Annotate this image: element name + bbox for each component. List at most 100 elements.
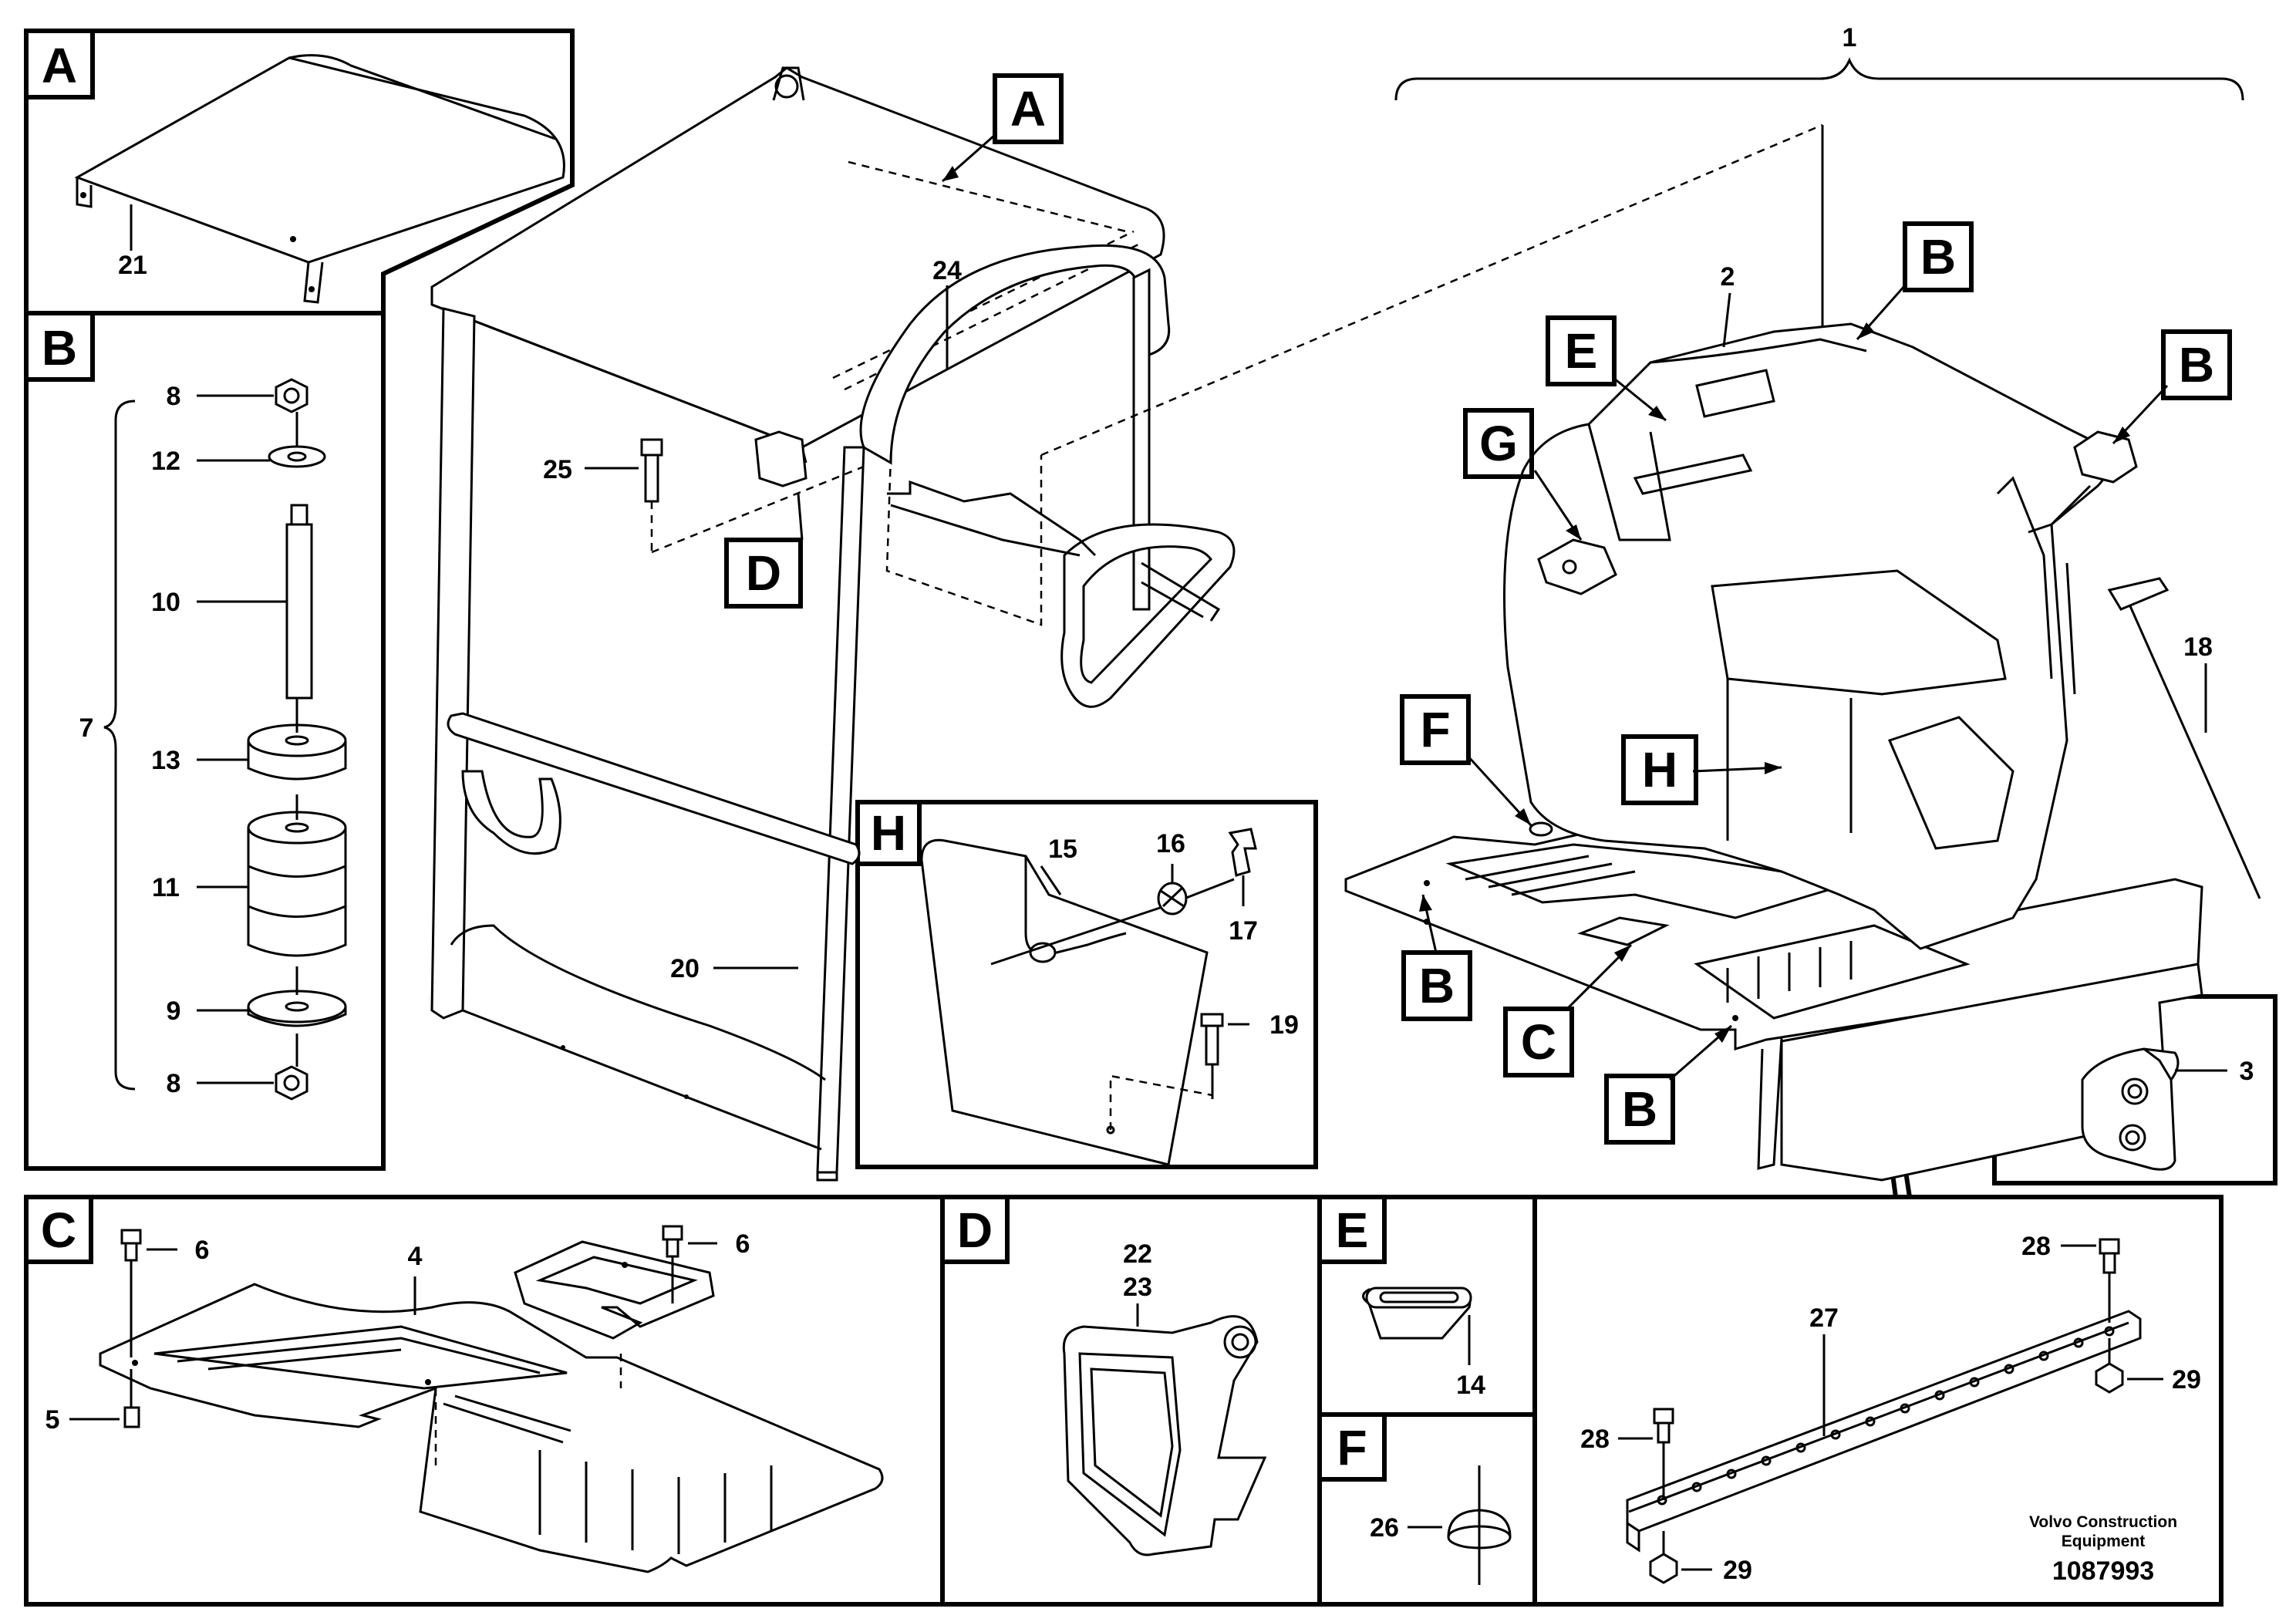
label-callouts-H: H — [1642, 742, 1677, 798]
label-callouts-C: C — [1521, 1014, 1556, 1070]
panel-label-h: H — [855, 800, 922, 866]
part-label-19: 19 — [1269, 1010, 1299, 1040]
part-label-12: 12 — [151, 447, 180, 476]
panel-frame-h — [855, 800, 1318, 1169]
part-label-29-right: 29 — [2172, 1365, 2201, 1394]
label-callouts-E: E — [1565, 323, 1598, 379]
panel-label-e-text: E — [1336, 1202, 1369, 1258]
nut-top — [275, 378, 308, 413]
panel-label-h-text: H — [871, 805, 906, 861]
nut-bottom — [275, 1065, 308, 1101]
rubber-mount-13 — [247, 723, 347, 781]
part-label-15: 15 — [1048, 835, 1077, 864]
part-label-29-left: 29 — [1723, 1556, 1752, 1585]
panel-frame-bottom — [24, 1195, 2224, 1607]
label-callouts-B: B — [1419, 958, 1455, 1013]
part-label-24: 24 — [932, 256, 962, 285]
panel-label-b: B — [24, 311, 95, 382]
part-label-21: 21 — [118, 251, 147, 280]
callout-a-frame: A — [993, 73, 1064, 144]
label-callouts-G: G — [1479, 416, 1518, 471]
clip-17 — [1228, 828, 1257, 877]
label-callouts-B: B — [1920, 229, 1956, 285]
part-label-11: 11 — [152, 873, 180, 902]
panel-label-f: F — [1317, 1412, 1387, 1482]
panel-label-d-text: D — [957, 1202, 993, 1258]
rubber-stack-11 — [247, 811, 347, 957]
part-label-1: 1 — [1843, 23, 1857, 52]
callout-b-cab-bottom: B — [1604, 1024, 1732, 1145]
part-label-14: 14 — [1456, 1371, 1485, 1400]
label-callouts-A: A — [1010, 81, 1046, 137]
speed-nut-16 — [1157, 882, 1188, 916]
rops-frame-drawing — [430, 66, 1823, 1182]
part-label-4: 4 — [408, 1242, 423, 1271]
part-label-3: 3 — [2240, 1057, 2254, 1086]
part-label-9: 9 — [167, 996, 181, 1026]
callout-g-cab: G — [1463, 408, 1583, 541]
panel-label-e: E — [1317, 1195, 1387, 1264]
brand-line-2: Equipment — [2062, 1533, 2146, 1550]
bolt-10 — [285, 504, 313, 700]
callout-e-cab: E — [1546, 315, 1667, 422]
panel-label-b-text: B — [42, 320, 77, 376]
part-label-6-left: 6 — [195, 1236, 210, 1265]
bracket-3 — [2081, 1047, 2180, 1171]
part-label-25: 25 — [543, 455, 572, 484]
panel-frame-b — [24, 311, 386, 1171]
callout-b-cab-right: B — [2112, 329, 2232, 445]
hood-22-23 — [1062, 1315, 1267, 1556]
callout-f-cab: F — [1400, 694, 1532, 827]
label-callouts-B: B — [1622, 1081, 1657, 1137]
floor-mat-4 — [99, 1283, 884, 1573]
part-label-10: 10 — [151, 588, 180, 617]
callout-c-cab: C — [1503, 943, 1633, 1077]
part-label-16: 16 — [1156, 829, 1185, 858]
step-pad — [514, 1240, 715, 1340]
bracket-1 — [1394, 57, 2244, 101]
grommet-14 — [1362, 1286, 1472, 1340]
part-label-20: 20 — [670, 954, 700, 983]
rod-18 — [2123, 593, 2261, 899]
part-label-2: 2 — [1721, 262, 1735, 292]
callout-b-cab-left: B — [1401, 894, 1472, 1021]
label-callouts-D: D — [746, 545, 781, 601]
panel-label-c: C — [24, 1195, 93, 1264]
washer-12 — [268, 445, 326, 468]
part-label-23: 23 — [1123, 1273, 1152, 1302]
part-label-17: 17 — [1229, 916, 1258, 946]
label-callouts-F: F — [1420, 702, 1450, 757]
callout-b-cab-top: B — [1856, 221, 1974, 340]
rail-holes — [1657, 1326, 2115, 1506]
panel-label-f-text: F — [1337, 1420, 1367, 1475]
side-panel-15 — [920, 838, 1209, 1166]
washer-9 — [247, 990, 347, 1027]
drawing-number: 1087993 — [2052, 1556, 2154, 1586]
part-label-28-left: 28 — [1580, 1425, 1610, 1454]
bolt-19 — [1200, 1013, 1224, 1066]
panel-label-d: D — [940, 1195, 1010, 1264]
step-rail-27 — [1626, 1310, 2142, 1553]
label-callouts-B: B — [2179, 337, 2214, 393]
roof-plate-drawing — [74, 54, 565, 304]
panel-label-a-text: A — [42, 38, 77, 93]
part-label-7: 7 — [79, 713, 94, 743]
part-label-18: 18 — [2183, 632, 2213, 662]
bolt-25 — [640, 438, 663, 503]
panel-label-c-text: C — [41, 1202, 76, 1258]
panel-label-a: A — [24, 29, 95, 99]
part-label-8-top: 8 — [167, 382, 181, 411]
part-label-27: 27 — [1809, 1303, 1839, 1333]
part-label-5: 5 — [46, 1405, 60, 1435]
part-label-26: 26 — [1370, 1513, 1399, 1543]
brand-line-1: Volvo Construction — [2029, 1513, 2177, 1531]
part-label-28-top: 28 — [2021, 1232, 2051, 1261]
part-label-8-bottom: 8 — [167, 1069, 181, 1098]
cab-drawing — [1344, 322, 2203, 1182]
part-label-6-right: 6 — [736, 1229, 750, 1259]
part-label-13: 13 — [151, 746, 180, 775]
callout-h-cab: H — [1621, 734, 1782, 805]
part-label-22: 22 — [1123, 1239, 1152, 1269]
callout-d-frame: D — [724, 538, 803, 609]
